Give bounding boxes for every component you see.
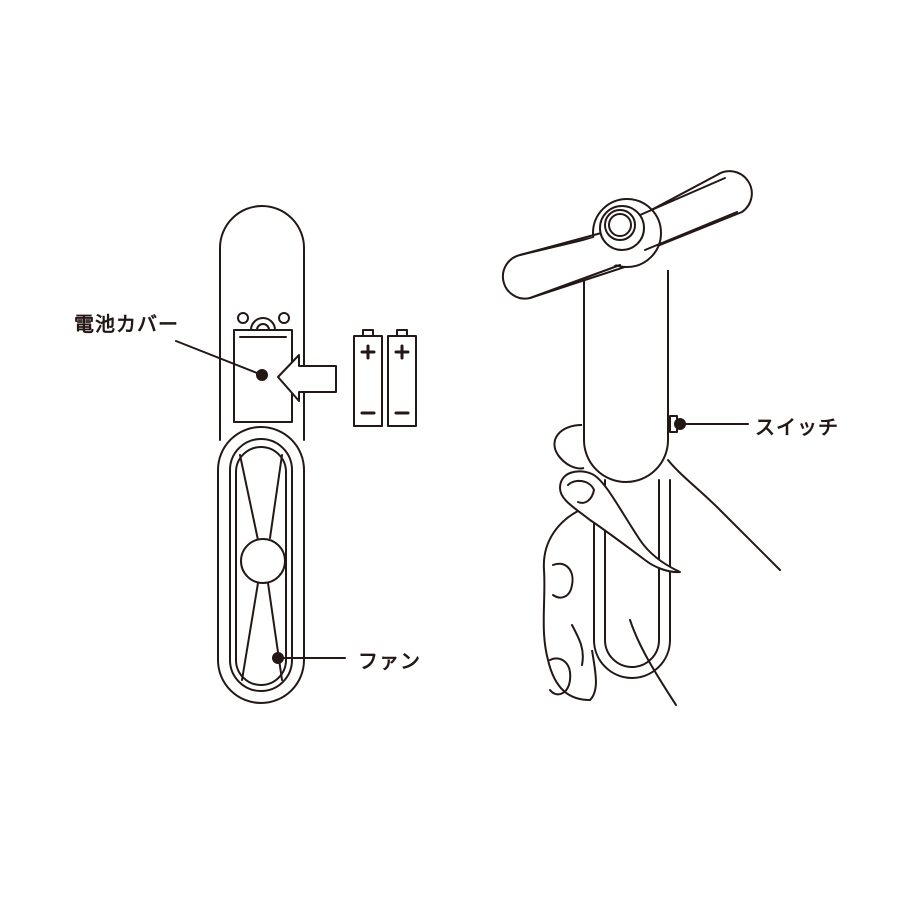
fan-hub-cap bbox=[604, 209, 636, 241]
screw-hole-right bbox=[278, 312, 290, 324]
fan-label: ファン bbox=[358, 649, 421, 673]
fan-hub bbox=[240, 538, 286, 584]
fan-hub-ring bbox=[599, 205, 645, 251]
battery-1 bbox=[353, 329, 383, 427]
screw-hole-left bbox=[237, 312, 249, 324]
right-device bbox=[501, 170, 781, 706]
fan-blade-bottom bbox=[241, 582, 283, 681]
hand-thumb bbox=[559, 470, 681, 574]
battery-2 bbox=[387, 329, 417, 427]
switch-label: スイッチ bbox=[755, 415, 839, 439]
handle-inner bbox=[229, 438, 293, 692]
fan-callout-dot bbox=[272, 652, 284, 664]
left-device bbox=[175, 205, 417, 704]
handle-outer bbox=[217, 426, 305, 704]
battery-cover-label: 電池カバー bbox=[74, 312, 179, 336]
device-body-outline bbox=[219, 205, 305, 441]
fan-recess bbox=[235, 446, 287, 686]
device-body bbox=[583, 270, 669, 483]
fan-blade-top bbox=[239, 454, 283, 541]
insert-arrow-icon bbox=[277, 354, 337, 402]
hand-fingers bbox=[542, 424, 597, 701]
battery-cover-callout-dot bbox=[256, 369, 268, 381]
